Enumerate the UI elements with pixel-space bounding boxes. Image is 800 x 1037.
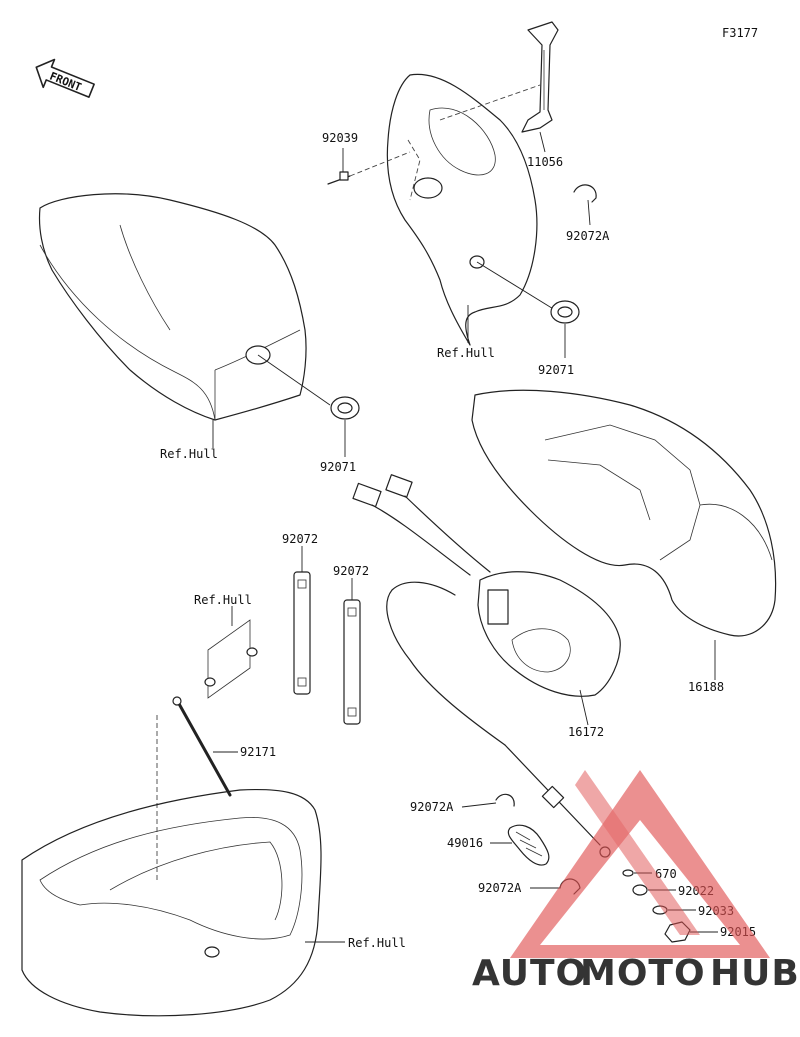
label-92171: 92171 — [240, 745, 276, 759]
seat-left-drawing — [38, 193, 307, 421]
rod-92171-drawing — [172, 696, 232, 797]
label-92039: 92039 — [322, 131, 358, 145]
label-92072-b: 92072 — [333, 564, 369, 578]
watermark-hub: HUB — [710, 953, 800, 994]
actuator-16172-drawing — [477, 571, 621, 697]
ref-hull-mid-drawing — [204, 619, 258, 699]
boot-49016-drawing — [507, 824, 550, 866]
label-ref-hull-top: Ref.Hull — [437, 346, 495, 360]
strap-92072-b-drawing — [343, 599, 361, 725]
watermark-auto: AUTO — [472, 953, 587, 994]
clip-92072A-mid-drawing — [495, 793, 515, 807]
label-11056: 11056 — [527, 155, 563, 169]
hull-bottom-drawing — [21, 788, 322, 1017]
strap-92072-a-drawing — [293, 571, 311, 695]
label-16172: 16172 — [568, 725, 604, 739]
label-92071-left: 92071 — [320, 460, 356, 474]
figure-code: F3177 — [722, 26, 758, 40]
cover-16188-drawing — [471, 389, 777, 637]
bracket-11056-drawing — [521, 21, 559, 133]
pin-92039-drawing — [327, 171, 351, 185]
label-92072A-mid: 92072A — [410, 800, 454, 814]
label-92071-right: 92071 — [538, 363, 574, 377]
label-ref-hull-left: Ref.Hull — [160, 447, 218, 461]
grommet-92071-left — [330, 396, 360, 420]
label-49016: 49016 — [447, 836, 483, 850]
label-ref-hull-bottom: Ref.Hull — [348, 936, 406, 950]
label-92072A-low: 92072A — [478, 881, 522, 895]
grommet-92071-right — [550, 300, 580, 324]
wire-connectors-drawing — [352, 474, 506, 746]
label-92072-a: 92072 — [282, 532, 318, 546]
watermark-triangle-icon — [510, 770, 770, 958]
label-ref-hull-mid: Ref.Hull — [194, 593, 252, 607]
label-92072A-top: 92072A — [566, 229, 610, 243]
label-670: 670 — [655, 867, 677, 881]
label-16188: 16188 — [688, 680, 724, 694]
clip-92072A-top-drawing — [573, 184, 597, 203]
front-arrow-icon: FRONT — [35, 58, 95, 98]
hull-top-drawing — [386, 73, 538, 346]
watermark-moto: MOTO — [580, 953, 706, 994]
watermark-logo: AUTO MOTO HUB — [472, 770, 800, 994]
